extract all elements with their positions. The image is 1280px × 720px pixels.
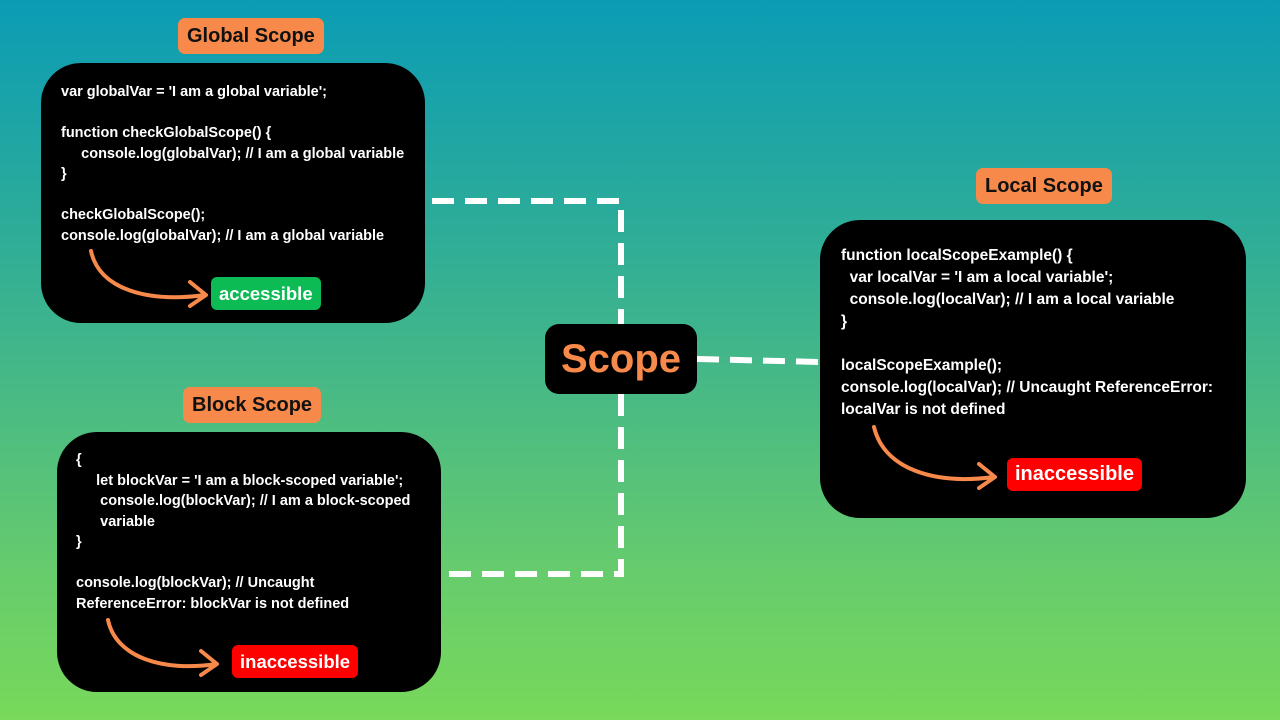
block-code-snippet: { let blockVar = 'I am a block-scoped va… — [76, 452, 411, 612]
connector-global — [432, 198, 624, 324]
curved-arrow-icon — [89, 249, 208, 308]
accessible-badge: accessible — [211, 277, 321, 310]
curved-arrow-icon — [872, 425, 997, 490]
global-code-snippet: var globalVar = 'I am a global variable'… — [61, 84, 405, 244]
scope-center-node: Scope — [545, 324, 697, 394]
global-scope-card: var globalVar = 'I am a global variable'… — [41, 63, 425, 323]
inaccessible-badge: inaccessible — [232, 645, 359, 678]
curved-arrow-icon — [106, 618, 219, 677]
local-scope-label: Local Scope — [976, 168, 1112, 204]
block-scope-label: Block Scope — [183, 387, 322, 423]
block-scope-card: { let blockVar = 'I am a block-scoped va… — [57, 432, 441, 692]
global-scope-label: Global Scope — [178, 18, 324, 54]
local-scope-card: function localScopeExample() { var local… — [820, 220, 1246, 518]
connector-local — [696, 356, 821, 365]
connector-block — [440, 394, 624, 577]
inaccessible-badge: inaccessible — [1007, 458, 1142, 491]
local-code-snippet: function localScopeExample() { var local… — [841, 247, 1214, 418]
